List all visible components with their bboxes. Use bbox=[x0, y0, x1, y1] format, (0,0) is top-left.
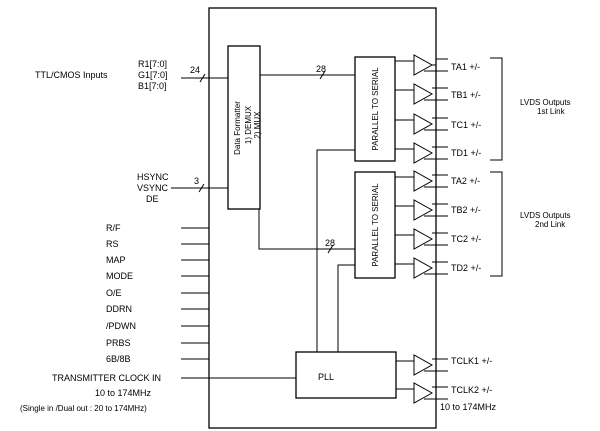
tclk2-label: TCLK2 +/- bbox=[451, 385, 492, 395]
pll-clock-to-serializer-2 bbox=[337, 264, 355, 352]
sync-bus-width: 3 bbox=[194, 176, 199, 186]
ta1-driver bbox=[413, 54, 434, 76]
input-hsync: HSYNC bbox=[137, 172, 169, 182]
tb2-label: TB2 +/- bbox=[451, 205, 481, 215]
ta2-driver bbox=[413, 170, 434, 192]
bus2-line bbox=[258, 209, 355, 250]
input-6b8b: 6B/8B bbox=[106, 354, 131, 364]
serializer-2-label: PARALLEL TO SERIAL bbox=[371, 183, 380, 267]
link1-label-line1: LVDS Outputs bbox=[520, 98, 571, 107]
tc2-driver bbox=[413, 228, 434, 250]
input-pdwn: /PDWN bbox=[106, 321, 136, 331]
clock-in-label: TRANSMITTER CLOCK IN bbox=[52, 373, 161, 383]
tc1-driver bbox=[413, 113, 434, 135]
link2-label-line1: LVDS Outputs bbox=[520, 211, 571, 220]
td1-driver bbox=[413, 142, 434, 164]
serializer-1-label: PARALLEL TO SERIAL bbox=[371, 67, 380, 151]
control-inputs: R/F RS MAP MODE O/E DDRN /PDWN PRBS 6B/8… bbox=[106, 223, 209, 364]
rgb-bus-slash bbox=[199, 73, 206, 83]
pll-block bbox=[295, 351, 397, 399]
input-mode: MODE bbox=[106, 271, 133, 281]
ta2-label: TA2 +/- bbox=[451, 176, 480, 186]
tclk1-label: TCLK1 +/- bbox=[451, 356, 492, 366]
pll-clock-to-serializer-1 bbox=[316, 149, 355, 352]
input-map: MAP bbox=[106, 255, 126, 265]
tb2-driver bbox=[413, 199, 434, 221]
ta1-label: TA1 +/- bbox=[451, 62, 480, 72]
bus2-slash bbox=[327, 244, 334, 254]
tclk-range: 10 to 174MHz bbox=[440, 402, 497, 412]
link2-drivers: TA2 +/- TB2 +/- TC2 +/- TD2 +/- bbox=[395, 170, 481, 279]
ttl-cmos-label: TTL/CMOS Inputs bbox=[35, 70, 108, 80]
tb1-driver bbox=[413, 83, 434, 105]
input-r1: R1[7:0] bbox=[138, 59, 167, 69]
link2-brace bbox=[490, 171, 503, 277]
pll-label: PLL bbox=[318, 372, 334, 382]
bus2-width: 28 bbox=[325, 238, 335, 248]
rgb-bus-width: 24 bbox=[190, 65, 200, 75]
input-rs: RS bbox=[106, 239, 119, 249]
bus1-width: 28 bbox=[316, 64, 326, 74]
link1-drivers: TA1 +/- TB1 +/- TC1 +/- TD1 +/- bbox=[395, 54, 481, 164]
tclk2-driver bbox=[413, 382, 434, 404]
td1-label: TD1 +/- bbox=[451, 148, 481, 158]
sync-bus-slash bbox=[198, 183, 205, 193]
input-prbs: PRBS bbox=[106, 338, 131, 348]
bus1-slash bbox=[319, 70, 326, 80]
input-ddrn: DDRN bbox=[106, 304, 132, 314]
tb1-label: TB1 +/- bbox=[451, 90, 481, 100]
link1-brace bbox=[490, 57, 503, 161]
clock-drivers: TCLK1 +/- TCLK2 +/- 10 to 174MHz bbox=[396, 354, 497, 412]
data-formatter-demux: 1) DEMUX bbox=[244, 105, 253, 144]
clock-in-range: 10 to 174MHz bbox=[95, 388, 152, 398]
tc2-label: TC2 +/- bbox=[451, 234, 481, 244]
td2-label: TD2 +/- bbox=[451, 263, 481, 273]
data-formatter-mux: 2) MUX bbox=[253, 111, 262, 139]
input-vsync: VSYNC bbox=[137, 183, 169, 193]
tclk1-driver bbox=[413, 354, 434, 376]
serializer-2-block bbox=[354, 171, 396, 279]
link2-label-line2: 2nd Link bbox=[535, 220, 566, 229]
input-oe: O/E bbox=[106, 288, 122, 298]
tc1-label: TC1 +/- bbox=[451, 120, 481, 130]
serializer-1-block bbox=[354, 56, 396, 162]
clock-in-note: (Single in /Dual out : 20 to 174MHz) bbox=[20, 404, 147, 413]
input-rf: R/F bbox=[106, 223, 121, 233]
data-formatter-block bbox=[227, 45, 261, 210]
input-g1: G1[7:0] bbox=[138, 70, 168, 80]
input-de: DE bbox=[146, 194, 159, 204]
input-b1: B1[7:0] bbox=[138, 81, 167, 91]
link1-label-line2: 1st Link bbox=[537, 107, 566, 116]
td2-driver bbox=[413, 257, 434, 279]
data-formatter-title: Data Formatter bbox=[233, 101, 242, 155]
